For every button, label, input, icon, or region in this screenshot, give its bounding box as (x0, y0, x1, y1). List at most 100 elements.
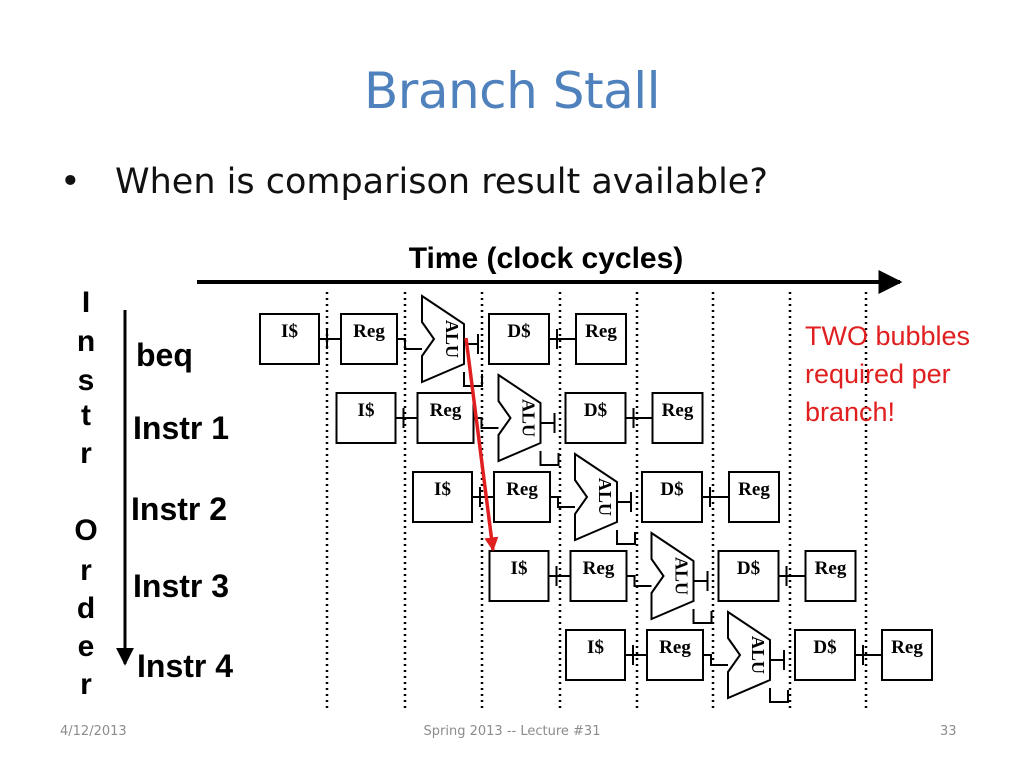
row-label: Instr 2 (131, 491, 227, 527)
row-label: Instr 1 (133, 410, 229, 446)
stage-connector (626, 575, 652, 587)
stage-connector (617, 492, 632, 512)
reg-write-label: Reg (662, 400, 694, 421)
stage-connector (770, 650, 785, 670)
pipeline-row: beq I$ Reg ALU D$ Reg (136, 294, 627, 387)
stage-connector (395, 408, 418, 428)
dcache-label: D$ (737, 558, 760, 579)
time-axis-label: Time (clock cycles) (409, 242, 684, 275)
stage-connector (397, 338, 422, 350)
row-label: Instr 4 (137, 648, 233, 684)
dcache-label: D$ (584, 400, 607, 421)
instr-order-letter: I (82, 286, 90, 319)
bubbles-note-line: branch! (805, 397, 895, 427)
reg-write-label: Reg (738, 479, 770, 500)
stage-connector (548, 566, 571, 586)
reg-read-box (646, 629, 704, 681)
row-label: Instr 3 (133, 568, 229, 604)
instr-order-letter: s (78, 364, 95, 397)
footer-date: 4/12/2013 (60, 724, 127, 739)
icache-box (412, 471, 473, 523)
reg-write-box (651, 392, 704, 444)
stage-connector (702, 487, 729, 507)
alu-label: ALU (595, 478, 615, 516)
instr-order-letter: n (77, 325, 95, 358)
reg-read-label: Reg (659, 637, 691, 658)
bubbles-note-line: required per (805, 359, 951, 389)
instr-order-letter: d (77, 592, 95, 625)
branch-dependency-arrow (464, 337, 499, 552)
reg-read-label: Reg (430, 400, 462, 421)
dcache-box (794, 629, 856, 681)
reg-write-label: Reg (585, 321, 617, 342)
alu-label: ALU (442, 320, 462, 358)
footer-lecture: Spring 2013 -- Lecture #31 (423, 724, 601, 739)
stage-connector (540, 413, 556, 433)
dcache-label: D$ (660, 479, 683, 500)
alu-shape (497, 373, 542, 463)
reg-write-box (804, 550, 857, 602)
stage-connector (693, 571, 709, 591)
stage-connector (549, 329, 576, 349)
reg-read-label: Reg (353, 321, 385, 342)
row-label: beq (136, 337, 193, 373)
dcache-box (488, 313, 550, 365)
alu-shape (727, 610, 771, 700)
stage-connector (625, 408, 653, 428)
stage-connector (769, 688, 789, 703)
slide-title: Branch Stall (363, 62, 661, 120)
dcache-box (564, 392, 627, 444)
instr-order-letter: r (80, 437, 92, 470)
instr-order-letter: e (78, 630, 95, 663)
instr-order-letter: O (74, 514, 97, 547)
icache-box (335, 392, 397, 444)
stage-connector (703, 654, 728, 666)
stage-connector (625, 645, 647, 665)
bullet-text: When is comparison result available? (115, 162, 768, 202)
reg-write-box (881, 629, 933, 681)
instr-order-letter: r (80, 554, 92, 587)
reg-write-box (728, 471, 780, 523)
stage-connector (550, 496, 575, 508)
stage-connector (855, 645, 882, 665)
alu-shape (650, 531, 695, 621)
reg-write-box (575, 313, 627, 365)
instr-order-letter: t (81, 399, 91, 432)
reg-read-box (569, 550, 628, 602)
instr-order-letter: r (80, 668, 92, 701)
icache-label: I$ (587, 637, 604, 658)
cycle-gridlines (325, 292, 868, 712)
icache-box (259, 313, 320, 365)
icache-label: I$ (511, 558, 528, 579)
stage-connector (539, 451, 560, 466)
alu-label: ALU (519, 399, 539, 437)
alu-label: ALU (748, 636, 768, 674)
icache-label: I$ (358, 400, 375, 421)
stage-connector (616, 530, 636, 545)
reg-read-label: Reg (583, 558, 615, 579)
reg-write-label: Reg (815, 558, 847, 579)
bullet-marker: • (60, 162, 81, 202)
dcache-label: D$ (813, 637, 836, 658)
alu-shape (421, 294, 465, 384)
icache-label: I$ (281, 321, 298, 342)
reg-read-box (493, 471, 551, 523)
pipeline-row: Instr 2 I$ Reg ALU D$ Reg (131, 452, 780, 545)
pipeline-row: Instr 3 I$ Reg ALU D$ Reg (133, 531, 857, 624)
alu-label: ALU (672, 557, 692, 595)
pipeline-row: Instr 1 I$ Reg ALU D$ Reg (133, 373, 704, 466)
pipeline-row: Instr 4 I$ Reg ALU D$ Reg (137, 610, 933, 703)
reg-write-label: Reg (891, 637, 923, 658)
stage-connector (778, 566, 806, 586)
stage-connector (692, 609, 713, 624)
footer-page-number: 33 (940, 724, 957, 739)
stage-connector (319, 329, 341, 349)
icache-label: I$ (434, 479, 451, 500)
alu-shape (574, 452, 618, 542)
dcache-label: D$ (507, 321, 530, 342)
reg-read-label: Reg (506, 479, 538, 500)
